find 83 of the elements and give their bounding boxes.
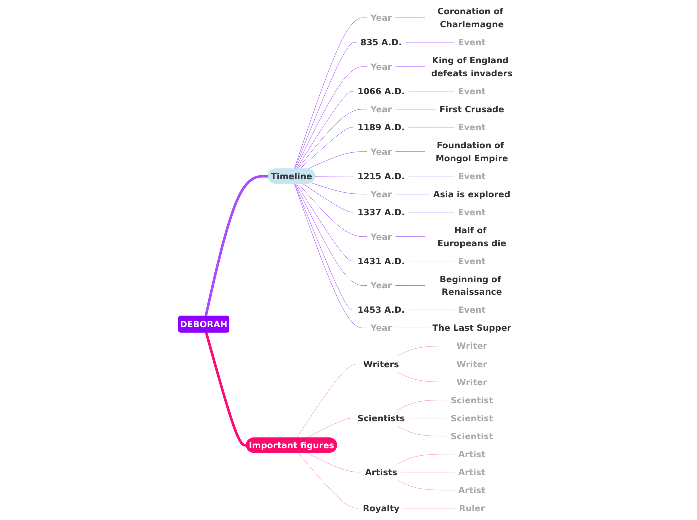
connector <box>315 176 355 177</box>
connector <box>400 472 456 473</box>
connector <box>295 184 368 286</box>
connector <box>311 182 368 195</box>
connector <box>397 346 454 356</box>
node-text: 835 A.D. <box>360 37 402 48</box>
connector <box>395 66 426 68</box>
connector <box>397 480 456 491</box>
node-text: Year <box>370 232 392 242</box>
node-text: King of England defeats invaders <box>431 55 513 79</box>
node-text: Asia is explored <box>434 189 511 200</box>
connector <box>397 454 456 464</box>
node-text: Writer <box>456 341 488 352</box>
connector <box>397 426 448 437</box>
connector <box>308 152 368 170</box>
node-text: Event <box>458 207 486 218</box>
node-text: 1189 A.D. <box>358 122 406 133</box>
connector <box>296 364 360 438</box>
node-text: Half of Europeans die <box>438 225 507 248</box>
connector <box>204 175 269 317</box>
node-text: Year <box>370 280 392 291</box>
connector <box>294 42 358 170</box>
node-text: 1453 A.D. <box>358 305 406 316</box>
node-text: Event <box>458 122 486 133</box>
connector <box>298 452 360 509</box>
connector <box>298 109 368 170</box>
node-text: Artist <box>458 449 486 460</box>
connector <box>397 372 454 382</box>
connector <box>296 184 355 262</box>
node-text: Foundation of Mongol Empire <box>436 140 508 164</box>
node-text: Year <box>370 323 392 334</box>
connector <box>408 212 456 213</box>
connector <box>205 332 247 447</box>
connector <box>402 508 456 509</box>
node-text: Scientists <box>358 413 406 424</box>
connector <box>306 452 362 473</box>
connector <box>294 18 368 170</box>
node-text: 1066 A.D. <box>358 86 406 97</box>
node-text: Event <box>458 256 486 266</box>
node-text: Scientist <box>450 431 494 442</box>
node-text: Ruler <box>459 503 485 514</box>
connector <box>306 418 354 438</box>
connector <box>408 418 448 419</box>
node-text: 1215 A.D. <box>358 171 406 182</box>
node-text: Scientist <box>450 413 494 424</box>
connector <box>395 236 426 238</box>
node-text: Writers <box>364 359 400 370</box>
connector <box>296 91 355 170</box>
node-text: The Last Supper <box>432 323 512 334</box>
node-text: Event <box>458 305 486 316</box>
connector <box>408 176 456 177</box>
connector <box>302 184 355 213</box>
connector <box>294 184 368 328</box>
node-text: 1431 A.D. <box>358 256 406 266</box>
node-text: Beginning of Renaissance <box>440 274 502 298</box>
node-text: Coronation of Charlemagne <box>438 6 504 30</box>
node-text: Royalty <box>363 503 400 514</box>
connector <box>295 66 368 170</box>
connector <box>408 261 456 262</box>
connector <box>300 127 355 170</box>
node-text: Year <box>370 189 392 200</box>
node-text: Writer <box>456 377 488 388</box>
node-text: Year <box>370 12 392 24</box>
node-text: Event <box>458 171 486 182</box>
connector <box>298 184 368 238</box>
connector <box>408 91 456 92</box>
connector <box>395 109 436 110</box>
node-text: Artist <box>458 485 486 496</box>
node-text: Artists <box>365 467 398 478</box>
node-text: Writer <box>456 359 488 370</box>
node-text: Year <box>370 104 392 115</box>
connector <box>397 400 448 410</box>
node-text: Event <box>458 86 486 97</box>
node-text: Event <box>458 37 486 48</box>
node-text: 1337 A.D. <box>358 207 406 218</box>
connector <box>408 127 456 128</box>
connector <box>395 194 430 195</box>
node-text: Year <box>370 62 392 72</box>
node-text: First Crusade <box>440 104 504 115</box>
node-text: Scientist <box>450 395 494 406</box>
node-text: Year <box>370 146 392 158</box>
node-text: Artist <box>458 467 486 478</box>
connector <box>294 184 355 310</box>
